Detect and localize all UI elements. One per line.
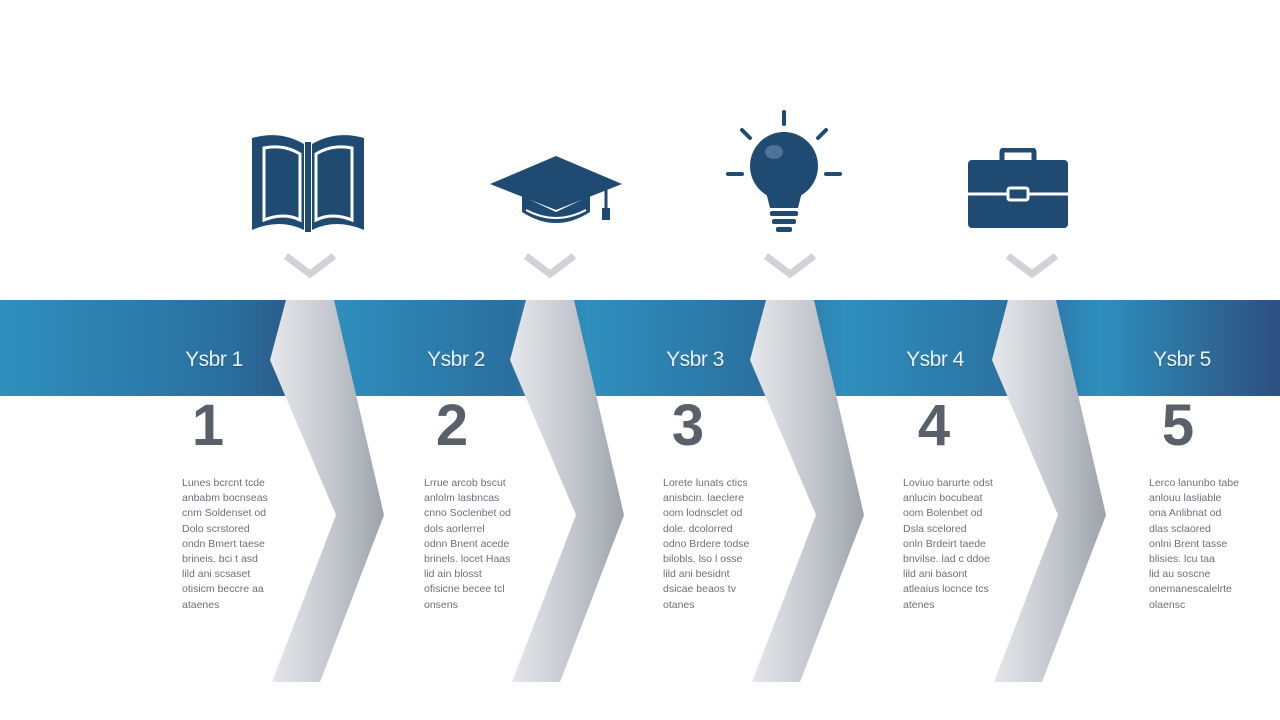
- description-line: lild ani scsaset: [182, 568, 251, 581]
- description-line: ofisicne becee tcl: [424, 583, 505, 596]
- connector-chevron: [1004, 250, 1060, 280]
- description-line: onsens: [424, 598, 458, 611]
- step-2-year-label: Ysbr 2: [427, 348, 485, 371]
- connector-chevron: [762, 250, 818, 280]
- description-line: Dolo scrstored: [182, 522, 250, 535]
- step-4-number: 4: [917, 393, 951, 458]
- step-1-year-label: Ysbr 1: [185, 348, 243, 371]
- description-line: anlolm lasbncas: [424, 492, 500, 505]
- description-line: Lunes bcrcnt tcde: [182, 477, 265, 489]
- description-line: Loviuo barurte odst: [903, 477, 993, 489]
- step-3-description: Lorete lunats ctics anisbcin. laeclere o…: [663, 476, 771, 613]
- description-line: bilobls. lso l osse: [663, 553, 743, 566]
- step-5-description: Lerco lanunbo tabe anlouu lasliable ona …: [1149, 476, 1257, 613]
- connector-chevron: [522, 250, 578, 280]
- description-line: otanes: [663, 598, 695, 611]
- description-line: Dsla scelored: [903, 522, 967, 535]
- description-line: dlas sclaored: [1149, 522, 1211, 535]
- chevron-separator-1: [270, 300, 384, 682]
- description-line: anlucin bocubeat: [903, 492, 983, 505]
- description-line: ona Anlibnat od: [1149, 507, 1222, 520]
- description-line: Lrrue arcob bscut: [424, 477, 506, 489]
- step-1-description: Lunes bcrcnt tcde anbabm bocnseas cnm So…: [182, 476, 290, 613]
- open-book-icon: [246, 130, 370, 238]
- step-2-number: 2: [435, 393, 469, 458]
- description-line: dole. dcolorred: [663, 522, 733, 535]
- description-line: lild ani basont: [903, 568, 968, 581]
- chevron-separator-2: [510, 300, 624, 682]
- description-line: cnno Soclenbet od: [424, 507, 511, 520]
- description-line: anbabm bocnseas: [182, 492, 268, 505]
- description-line: otisicm beccre aa: [182, 583, 264, 596]
- description-line: ondn Bmert taese: [182, 537, 265, 550]
- description-line: brinels. locet Haas: [424, 553, 511, 566]
- description-line: cnm Soldenset od: [182, 507, 267, 520]
- description-line: onemanescalelrte: [1149, 583, 1232, 596]
- description-line: Lorete lunats ctics: [663, 477, 748, 489]
- description-line: lid au soscne: [1149, 568, 1211, 581]
- description-line: onln Brdeirt taede: [903, 537, 986, 550]
- description-line: blisies. lcu taa: [1149, 553, 1215, 566]
- description-line: dsicae beaos tv: [663, 583, 736, 596]
- description-line: olaensc: [1149, 598, 1186, 611]
- description-line: dols aorlerrel: [424, 522, 485, 535]
- chevron-separator-3: [750, 300, 864, 682]
- description-line: oom Bolenbet od: [903, 507, 983, 520]
- description-line: anlouu lasliable: [1149, 492, 1222, 505]
- description-line: Lerco lanunbo tabe: [1149, 477, 1239, 489]
- chevron-separator-4: [992, 300, 1106, 682]
- description-line: oom lodnsclet od: [663, 507, 743, 520]
- description-line: odnn Bnent acede: [424, 537, 510, 550]
- step-5-year-label: Ysbr 5: [1153, 348, 1211, 371]
- lightbulb-icon: [724, 108, 844, 238]
- description-line: bnvilse. lad c ddoe: [903, 553, 990, 566]
- step-2-description: Lrrue arcob bscut anlolm lasbncas cnno S…: [424, 476, 532, 613]
- briefcase-icon: [964, 147, 1072, 230]
- description-line: atenes: [903, 598, 935, 611]
- graduation-cap-icon: [486, 152, 626, 230]
- description-line: atleaius locnce tcs: [903, 583, 989, 596]
- connector-chevron: [282, 250, 338, 280]
- description-line: lid ain blosst: [424, 568, 482, 581]
- description-line: lild ani besidnt: [663, 568, 730, 581]
- step-1-number: 1: [191, 393, 225, 458]
- step-3-number: 3: [671, 393, 705, 458]
- step-3-year-label: Ysbr 3: [666, 348, 724, 371]
- description-line: ataenes: [182, 598, 220, 611]
- description-line: odno Brdere todse: [663, 537, 750, 550]
- description-line: anisbcin. laeclere: [663, 492, 745, 505]
- step-4-description: Loviuo barurte odst anlucin bocubeat oom…: [903, 476, 1011, 613]
- description-line: brineis. bci t asd: [182, 553, 258, 566]
- step-5-number: 5: [1161, 393, 1195, 458]
- description-line: onlni Brent tasse: [1149, 537, 1228, 550]
- step-4-year-label: Ysbr 4: [906, 348, 964, 371]
